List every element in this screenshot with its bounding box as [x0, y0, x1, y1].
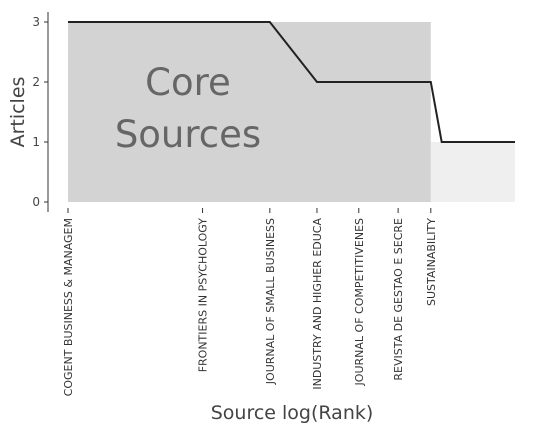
core-sources-zone	[68, 22, 431, 202]
x-tick-label: INDUSTRY AND HIGHER EDUCA	[311, 218, 324, 390]
x-tick-label: FRONTIERS IN PSYCHOLOGY	[197, 218, 210, 373]
x-tick-label: JOURNAL OF SMALL BUSINESS	[264, 218, 277, 385]
x-tick-label: REVISTA DE GESTAO E SECRE	[392, 218, 405, 381]
x-tick-label: JOURNAL OF COMPETITIVENES	[353, 218, 366, 386]
tail-zone	[430, 142, 515, 202]
y-tick-label: 2	[32, 75, 40, 89]
series-line	[68, 21, 515, 143]
core-sources-label-line2: Sources	[115, 113, 261, 156]
x-axis-title: Source log(Rank)	[211, 402, 374, 424]
y-tick-label: 0	[32, 195, 40, 209]
x-tick-label: COGENT BUSINESS & MANAGEM	[62, 218, 75, 396]
y-tick-label: 1	[32, 135, 40, 149]
x-tick-label: SUSTAINABILITY	[425, 218, 438, 306]
y-tick-label: 3	[32, 15, 40, 29]
y-axis-title: Articles	[7, 77, 29, 148]
core-sources-label-line1: Core	[145, 61, 231, 104]
